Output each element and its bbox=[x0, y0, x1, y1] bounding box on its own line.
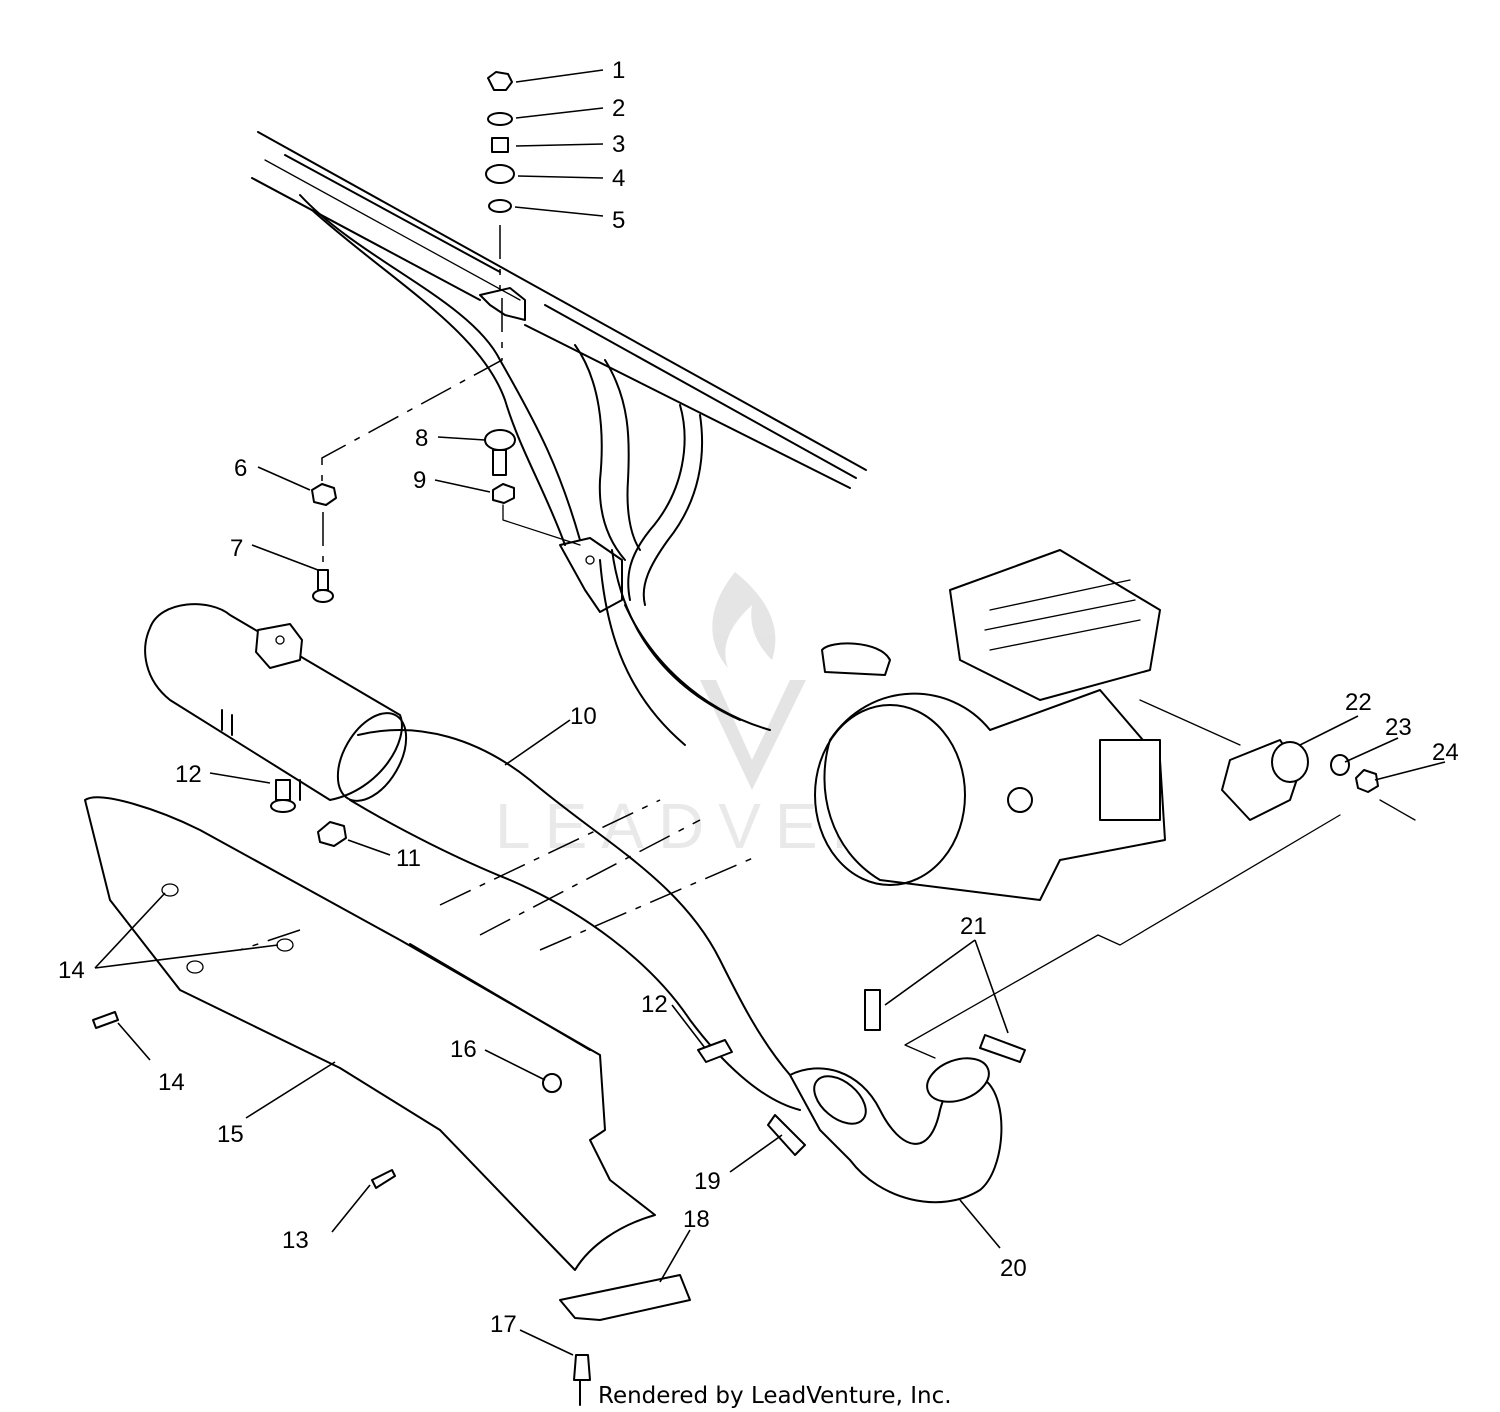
grommet-part-4 bbox=[485, 164, 515, 184]
rivet-part-17 bbox=[573, 1354, 591, 1381]
callout-part-22: 22 bbox=[1345, 689, 1372, 716]
alignment-lines bbox=[239, 799, 1341, 1059]
bracket-part-18 bbox=[559, 1274, 691, 1321]
callout-part-9: 9 bbox=[413, 467, 426, 494]
callout-part-21: 21 bbox=[960, 913, 987, 940]
callout-part-11: 11 bbox=[396, 845, 421, 872]
nut-part-6 bbox=[311, 483, 337, 506]
callout-part-23: 23 bbox=[1385, 714, 1412, 741]
part-callouts: 1 2 3 4 5 6 7 8 9 10 11 12 12 13 14 14 1… bbox=[58, 57, 1459, 1338]
bolt-part-12 bbox=[275, 779, 291, 801]
leadventure-flame-logo bbox=[700, 572, 806, 790]
callout-part-6: 6 bbox=[234, 455, 247, 482]
credit-text: Rendered by LeadVenture, Inc. bbox=[598, 1383, 952, 1409]
callout-part-20: 20 bbox=[1000, 1255, 1027, 1282]
screw-part-14 bbox=[92, 1011, 119, 1029]
callout-part-19: 19 bbox=[694, 1168, 721, 1195]
spring-part-21b bbox=[979, 1034, 1026, 1063]
stud-part-7 bbox=[317, 569, 329, 591]
top-hardware-stack bbox=[485, 71, 515, 290]
callout-part-24: 24 bbox=[1432, 739, 1459, 766]
washer-part-2 bbox=[487, 112, 513, 126]
bracket-and-fasteners bbox=[92, 779, 733, 1406]
callout-part-17: 17 bbox=[490, 1311, 517, 1338]
callout-part-4: 4 bbox=[612, 165, 625, 192]
leader-lines bbox=[94, 69, 1446, 1356]
callout-part-12-lower: 12 bbox=[641, 991, 668, 1018]
spring-part-21a bbox=[864, 989, 881, 1031]
callout-part-5: 5 bbox=[612, 207, 625, 234]
cap-part-8 bbox=[484, 429, 516, 451]
bolt-part-12b bbox=[697, 1039, 733, 1063]
callout-part-7: 7 bbox=[230, 535, 243, 562]
callout-part-13: 13 bbox=[282, 1227, 309, 1254]
callout-part-12: 12 bbox=[175, 761, 202, 788]
screw-part-13 bbox=[371, 1169, 396, 1189]
nut-part-9 bbox=[492, 483, 515, 504]
muffler-assembly bbox=[144, 603, 801, 1111]
callout-part-1: 1 bbox=[612, 57, 625, 84]
gasket-part-23 bbox=[1330, 754, 1350, 776]
spring-part-19 bbox=[767, 1114, 806, 1156]
exhaust-flange bbox=[1139, 699, 1416, 821]
callout-part-16: 16 bbox=[450, 1036, 477, 1063]
bushing-part-3 bbox=[491, 137, 509, 153]
callout-part-2: 2 bbox=[612, 95, 625, 122]
washer-part-5 bbox=[488, 199, 512, 213]
mount-hardware bbox=[311, 298, 581, 603]
callout-part-14-lower: 14 bbox=[158, 1069, 185, 1096]
callout-part-15: 15 bbox=[217, 1121, 244, 1148]
engine-block bbox=[814, 549, 1166, 901]
callout-part-18: 18 bbox=[683, 1206, 710, 1233]
nut-part-11 bbox=[317, 821, 347, 847]
callout-part-14: 14 bbox=[58, 957, 85, 984]
callout-part-8: 8 bbox=[415, 425, 428, 452]
heat-shield bbox=[84, 796, 656, 1271]
washer-part-16 bbox=[542, 1073, 562, 1093]
nut-part-1 bbox=[487, 71, 513, 91]
frame-rails bbox=[251, 131, 867, 746]
nut-part-24 bbox=[1355, 769, 1379, 793]
callout-part-10: 10 bbox=[570, 703, 597, 730]
callout-part-3: 3 bbox=[612, 131, 625, 158]
exhaust-pipe bbox=[767, 989, 1026, 1204]
